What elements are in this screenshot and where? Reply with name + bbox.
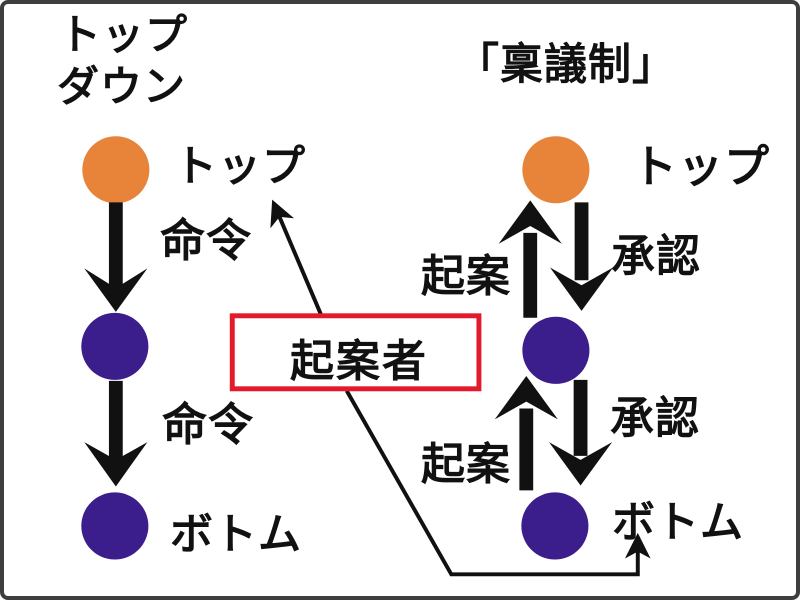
- left-lower-down-arrow-icon: [84, 380, 148, 487]
- right-lower-up-arrow-icon: [494, 375, 558, 491]
- left-top-label: トップ: [174, 142, 306, 192]
- right-middle-node: [522, 316, 590, 384]
- arrow-head: [548, 442, 613, 486]
- right-bottom-node: [521, 492, 589, 560]
- right-lower-up-arrow-label: 起案: [421, 439, 511, 490]
- left-bottom-label: ボトム: [170, 510, 302, 560]
- arrow-head: [498, 200, 562, 244]
- right-upper-up-arrow-label: 起案: [421, 251, 511, 302]
- proposer-to-top-arrow: [270, 199, 323, 316]
- left-diagram-title-line2: ダウン: [57, 62, 187, 111]
- right-diagram-title: 「稟議制」: [456, 40, 676, 90]
- left-top-node: [82, 136, 150, 204]
- proposer-to-bottom-arrow: [345, 389, 651, 577]
- arrow-head: [494, 375, 558, 420]
- right-top-node: [522, 136, 590, 204]
- arrow-head: [84, 268, 148, 312]
- diagram-graphics: [81, 136, 651, 577]
- proposer-box-label: 起案者: [290, 336, 428, 387]
- right-upper-down-arrow-label: 承認: [611, 231, 701, 282]
- left-lower-arrow-label: 命令: [162, 398, 255, 451]
- arrow-head: [84, 442, 148, 487]
- proposer-callout-box: [229, 313, 482, 392]
- right-top-label: トップ: [632, 140, 771, 193]
- left-bottom-node: [81, 492, 149, 560]
- right-bottom-label: ボトム: [612, 498, 744, 548]
- right-upper-up-arrow-icon: [498, 200, 562, 318]
- arrow-head: [549, 267, 614, 311]
- left-middle-node: [81, 312, 149, 380]
- left-diagram-title-line1: トップ: [59, 10, 189, 59]
- left-upper-arrow-label: 命令: [160, 214, 253, 267]
- left-upper-down-arrow-icon: [84, 202, 148, 312]
- right-lower-down-arrow-icon: [548, 379, 613, 486]
- right-lower-down-arrow-label: 承認: [610, 393, 700, 444]
- right-upper-down-arrow-icon: [549, 202, 614, 311]
